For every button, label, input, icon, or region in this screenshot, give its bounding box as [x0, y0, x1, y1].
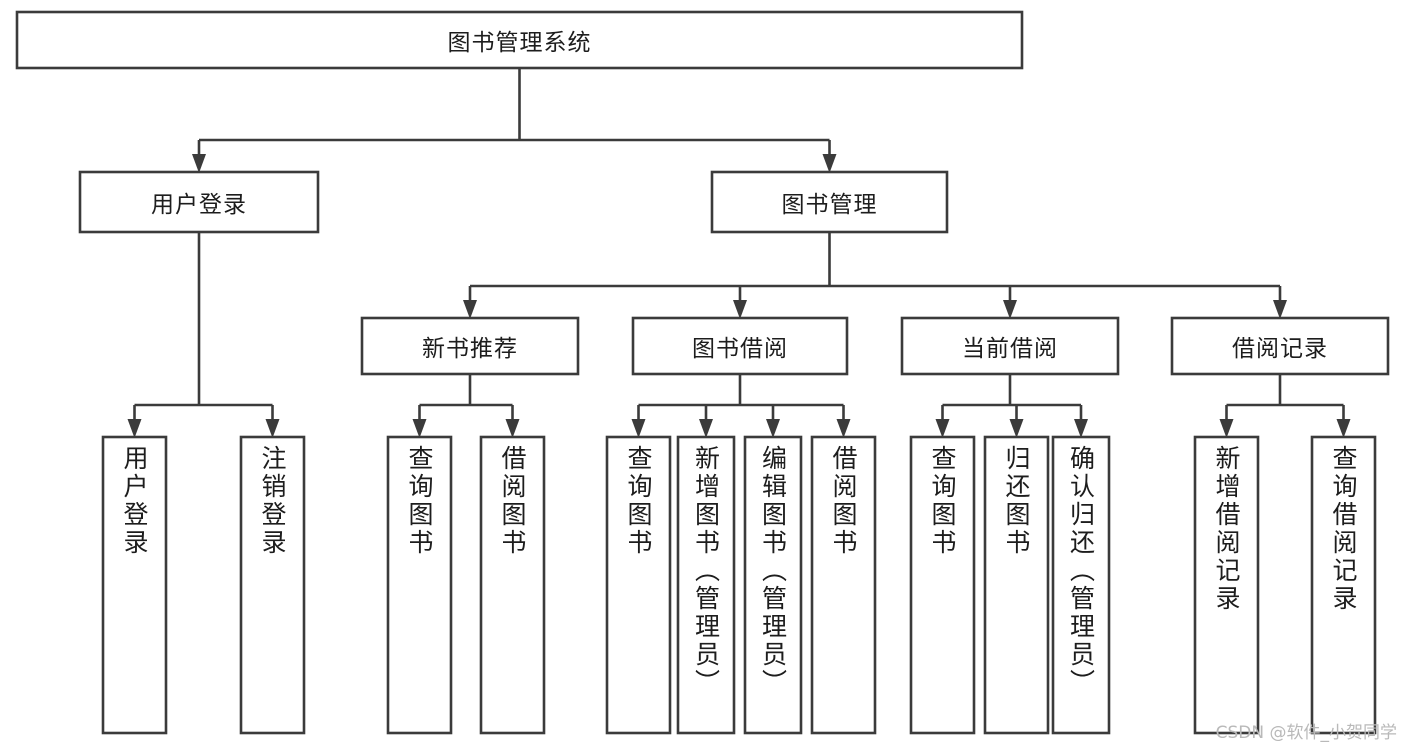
node-box-user-login[interactable]: [78, 170, 320, 234]
node-box-borrow-record[interactable]: [1170, 316, 1390, 376]
arrow-head-leaf-borrow-book: [836, 419, 851, 438]
arrow-head-leaf-edit-book-admin: [766, 419, 780, 438]
node-box-leaf-add-book-admin[interactable]: [676, 435, 736, 735]
node-box-leaf-query-book-recommend[interactable]: [386, 435, 453, 735]
node-box-leaf-user-login[interactable]: [101, 435, 168, 735]
arrow-head-leaf-logout: [265, 419, 280, 438]
node-box-leaf-borrow-book-recommend[interactable]: [479, 435, 546, 735]
node-box-book-borrow[interactable]: [631, 316, 849, 376]
arrow-head-leaf-add-borrow-record: [1219, 419, 1234, 438]
node-box-leaf-logout[interactable]: [239, 435, 306, 735]
node-box-leaf-query-book-current[interactable]: [909, 435, 976, 735]
connectors-layer: [127, 68, 1351, 438]
arrow-head-book-manage: [822, 154, 837, 173]
arrow-head-borrow-record: [1273, 300, 1287, 319]
node-box-root[interactable]: [15, 10, 1024, 70]
node-box-new-book-recommend[interactable]: [360, 316, 580, 376]
node-box-leaf-query-borrow-record[interactable]: [1310, 435, 1377, 735]
arrow-head-leaf-return-book: [1009, 419, 1024, 438]
arrow-head-leaf-borrow-book-recommend: [505, 419, 520, 438]
arrow-head-leaf-query-book-current: [935, 419, 950, 438]
node-box-leaf-add-borrow-record[interactable]: [1193, 435, 1260, 735]
arrow-head-book-borrow: [733, 300, 747, 319]
arrow-head-new-book-recommend: [463, 300, 477, 319]
node-boxes-layer: [15, 10, 1390, 735]
arrow-head-leaf-confirm-return-admin: [1074, 419, 1088, 438]
node-box-leaf-borrow-book[interactable]: [810, 435, 877, 735]
node-box-leaf-query-book-borrow[interactable]: [605, 435, 672, 735]
arrow-head-leaf-user-login: [127, 419, 142, 438]
arrow-head-current-borrow: [1003, 300, 1017, 319]
node-box-leaf-confirm-return-admin[interactable]: [1051, 435, 1111, 735]
node-box-leaf-edit-book-admin[interactable]: [743, 435, 803, 735]
arrow-head-user-login: [192, 154, 206, 173]
arrow-head-leaf-query-book-recommend: [412, 419, 427, 438]
arrow-head-leaf-query-book-borrow: [631, 419, 646, 438]
node-box-current-borrow[interactable]: [900, 316, 1120, 376]
arrow-head-leaf-query-borrow-record: [1336, 419, 1351, 438]
node-box-leaf-return-book[interactable]: [983, 435, 1050, 735]
arrow-head-leaf-add-book-admin: [699, 419, 713, 438]
node-box-book-manage[interactable]: [710, 170, 949, 234]
